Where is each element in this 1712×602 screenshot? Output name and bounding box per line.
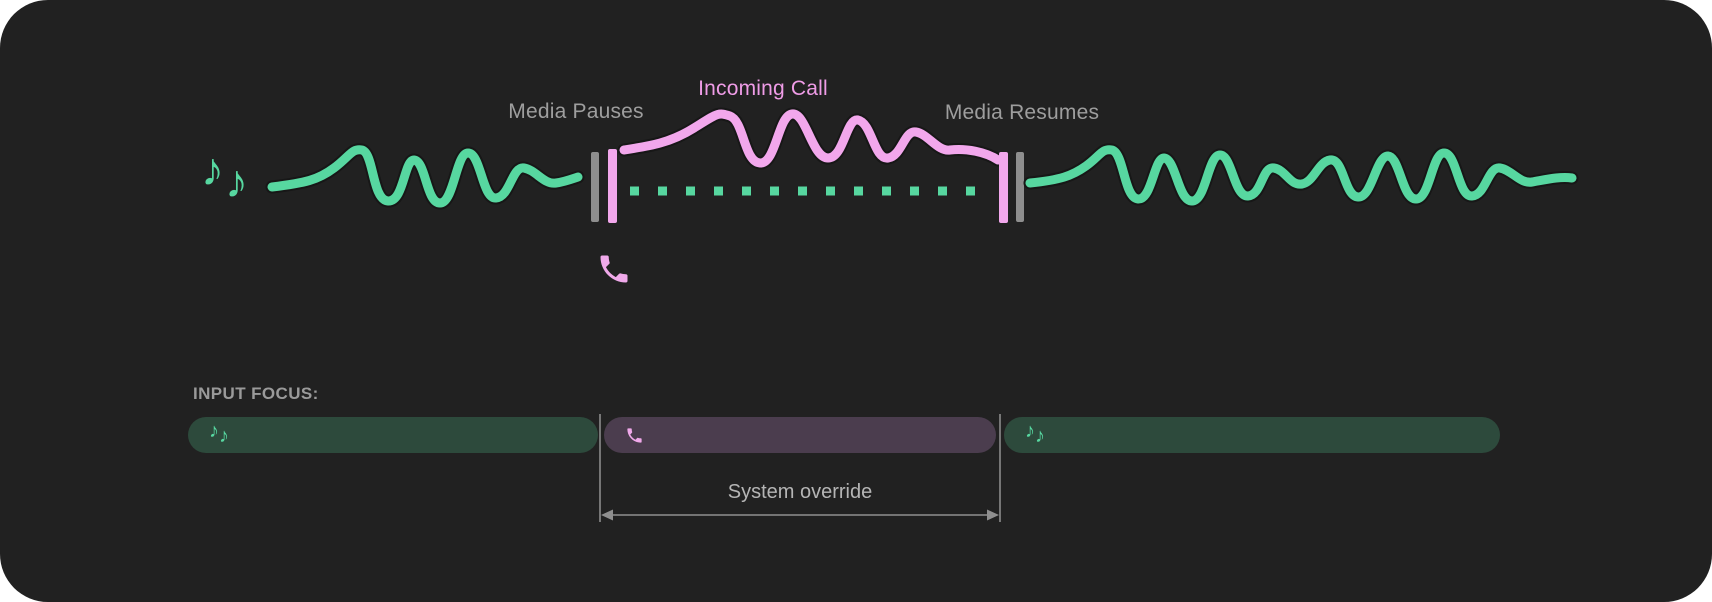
system-override-arrow bbox=[601, 509, 999, 521]
focus-segment-call bbox=[604, 417, 996, 453]
music-notes-icon: ♪ ♪ bbox=[1025, 420, 1055, 447]
music-note-glyph: ♪ bbox=[1025, 420, 1035, 442]
focus-segment-media-before: ♪ ♪ bbox=[188, 417, 598, 453]
music-notes-icon: ♪ ♪ bbox=[209, 420, 239, 447]
resume-bar-gray bbox=[1016, 152, 1024, 222]
incoming-call-label: Incoming Call bbox=[698, 77, 828, 100]
focus-segment-media-after: ♪ ♪ bbox=[1004, 417, 1500, 453]
pause-bar-gray bbox=[591, 152, 599, 222]
phone-icon bbox=[600, 255, 628, 283]
music-note-glyph: ♪ bbox=[209, 420, 219, 442]
music-note-glyph: ♪ bbox=[1035, 425, 1045, 447]
phone-icon bbox=[627, 427, 642, 443]
music-note-glyph: ♪ bbox=[219, 425, 229, 447]
input-focus-heading: INPUT FOCUS: bbox=[193, 384, 319, 403]
music-note-glyph: ♪ bbox=[225, 155, 248, 207]
timeline-waveforms bbox=[265, 107, 1579, 223]
media-wave-before bbox=[265, 143, 585, 210]
media-wave-after bbox=[1023, 143, 1579, 208]
media-pauses-label: Media Pauses bbox=[508, 100, 644, 123]
override-guide-right bbox=[999, 414, 1001, 522]
override-guide-left bbox=[599, 414, 601, 522]
resume-bar-pink bbox=[999, 152, 1008, 223]
system-override-label: System override bbox=[727, 481, 873, 503]
music-note-glyph: ♪ bbox=[201, 143, 224, 195]
pause-bar-pink bbox=[608, 149, 617, 223]
media-resumes-label: Media Resumes bbox=[944, 101, 1100, 124]
incoming-call-wave bbox=[617, 107, 1005, 170]
